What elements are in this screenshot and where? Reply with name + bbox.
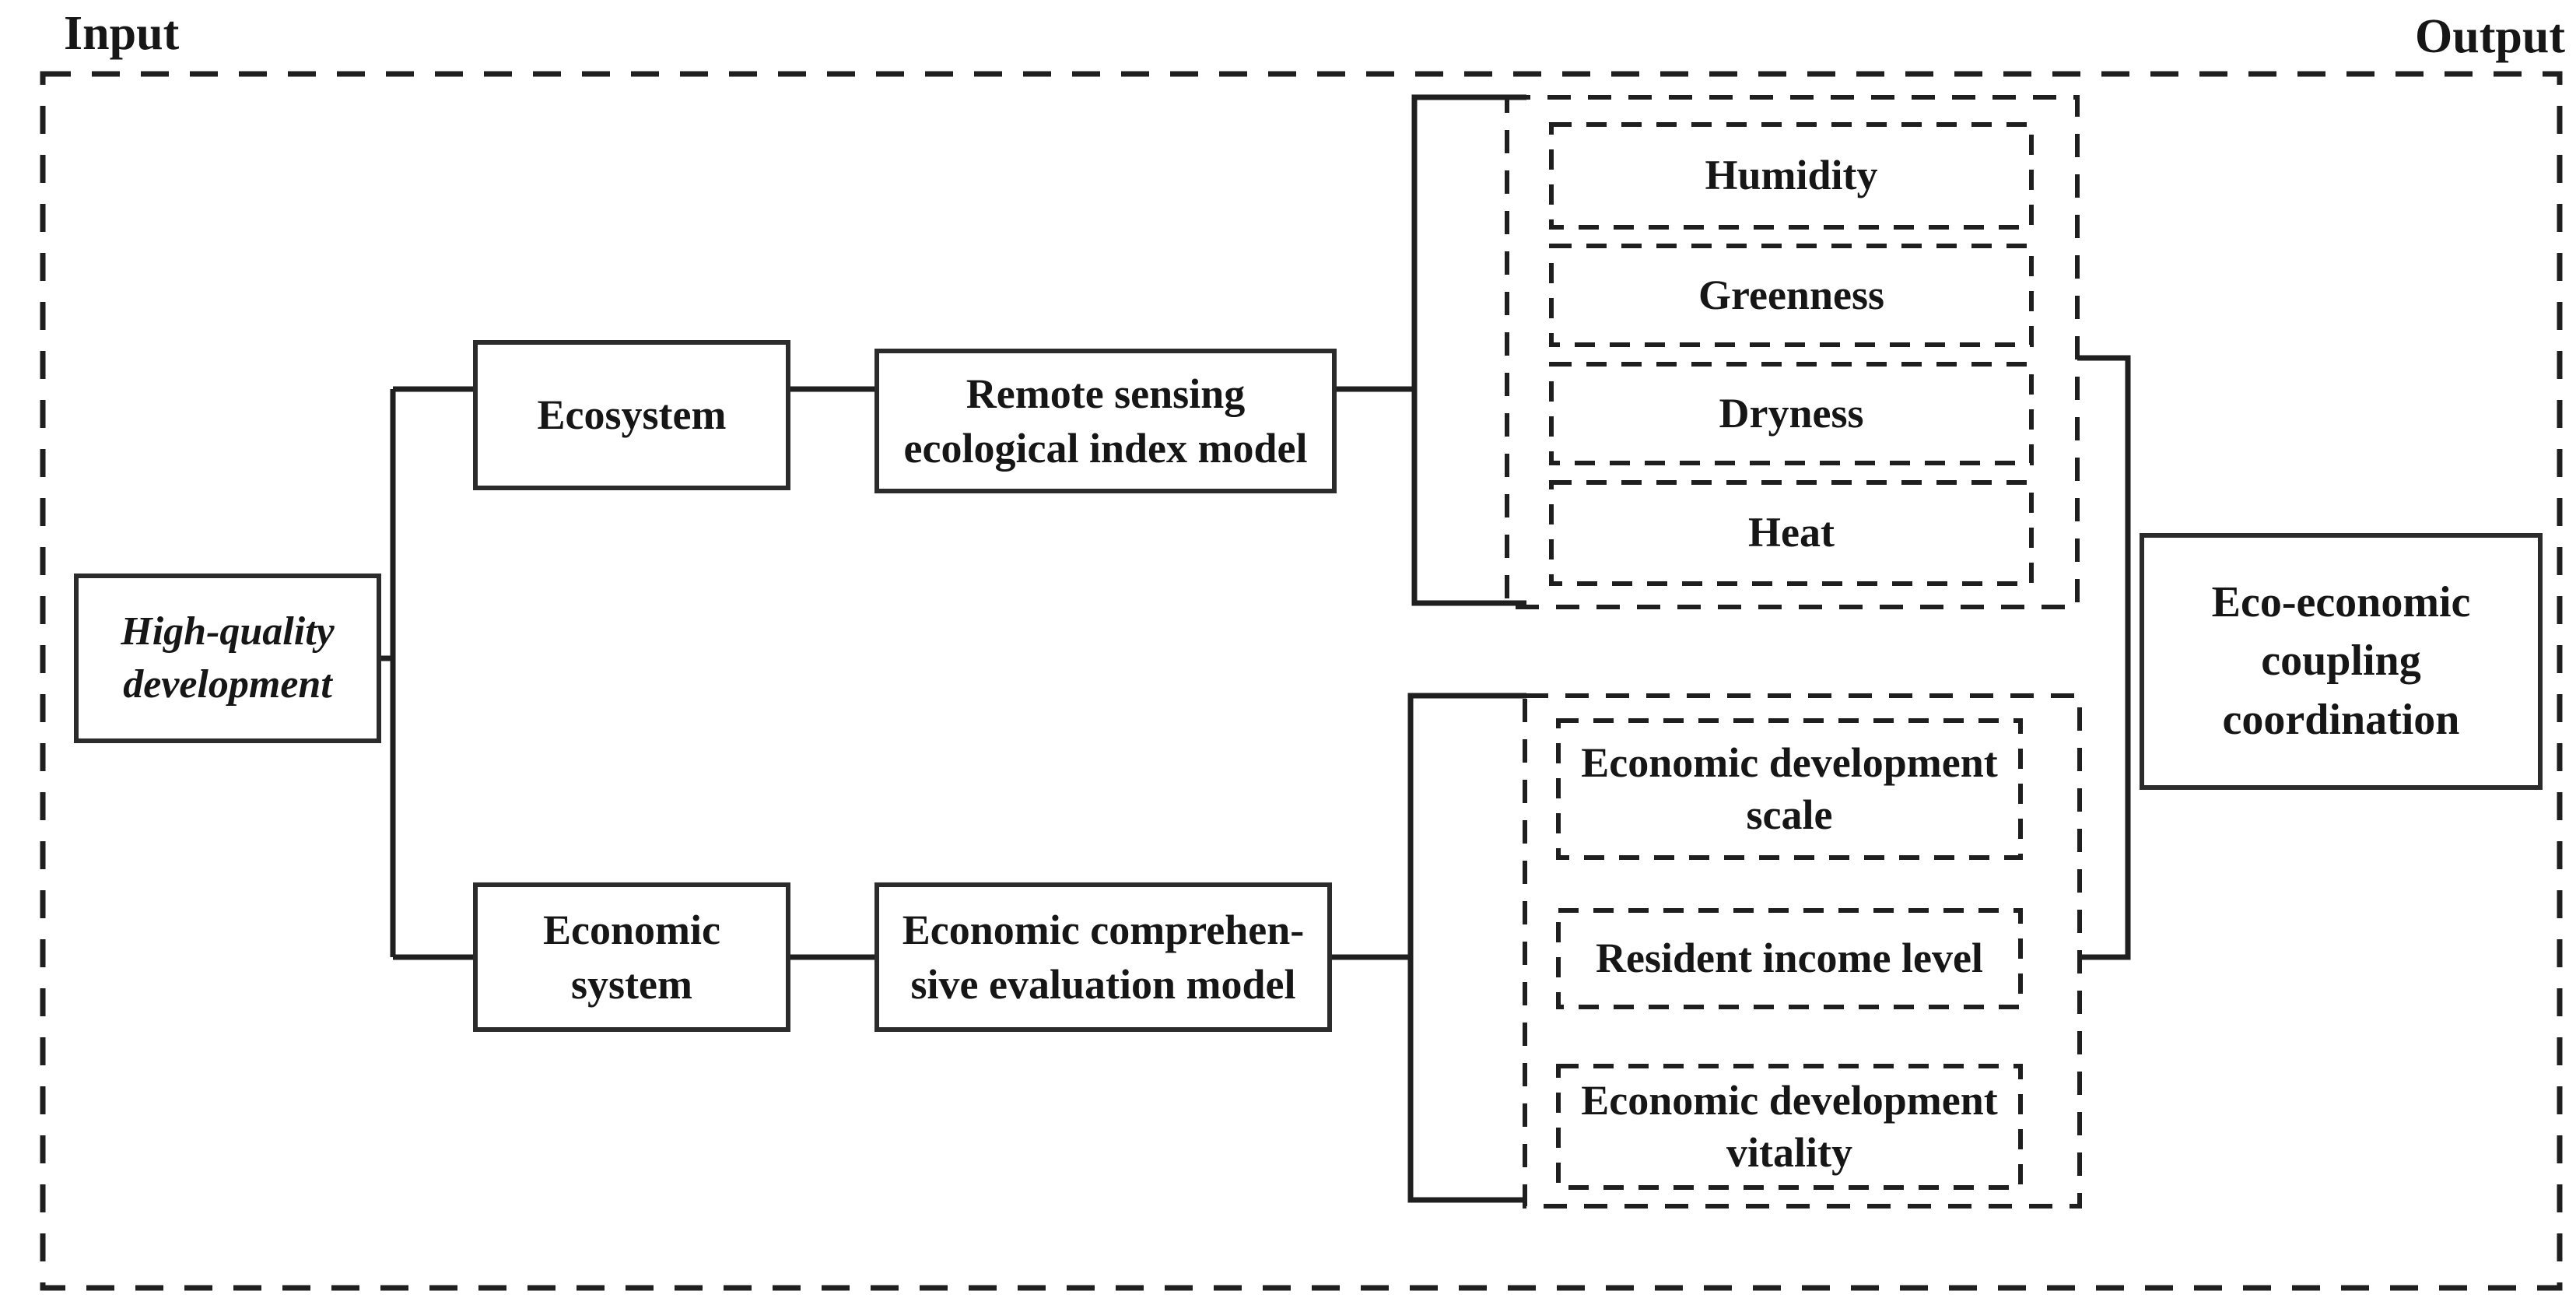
humidity-indicator: Humidity <box>1705 152 1878 199</box>
input-label: Input <box>64 7 180 60</box>
root-branch-connector <box>381 386 475 960</box>
eco-indicator-group-border <box>1505 95 2080 609</box>
economic-system-node: Economic system <box>473 882 790 1032</box>
heat-indicator: Heat <box>1748 509 1835 556</box>
output-label: Output <box>2415 10 2565 63</box>
ecosystem-node: Ecosystem <box>473 340 790 490</box>
economic-development-scale-indicator: Economic development scale <box>1581 738 1998 839</box>
dryness-box-border <box>1549 362 2034 465</box>
econ-indicator-group-border <box>1523 693 2082 1209</box>
econ-scale-box-border <box>1556 718 2023 860</box>
remote-sensing-model-node: Remote sensing ecological index model <box>874 349 1337 493</box>
econ-indicator-bracket <box>1407 693 1526 1203</box>
heat-box-border <box>1549 480 2034 586</box>
greenness-indicator: Greenness <box>1698 271 1884 318</box>
humidity-box-border <box>1549 122 2034 230</box>
resident-income-box-border <box>1556 908 2023 1009</box>
eco-economic-coupling-node: Eco-economic coupling coordination <box>2140 533 2543 790</box>
dryness-indicator: Dryness <box>1719 389 1864 437</box>
resident-income-level-indicator: Resident income level <box>1596 935 1983 982</box>
eco-indicator-bracket <box>1411 94 1526 606</box>
economic-evaluation-model-node: Economic comprehen- sive evaluation mode… <box>874 882 1332 1032</box>
economic-development-vitality-indicator: Economic development vitality <box>1581 1076 1998 1177</box>
output-merge-connector <box>2077 355 2131 960</box>
econ-vitality-box-border <box>1556 1064 2023 1190</box>
high-quality-development-node: High-quality development <box>74 574 381 743</box>
greenness-box-border <box>1549 244 2034 347</box>
